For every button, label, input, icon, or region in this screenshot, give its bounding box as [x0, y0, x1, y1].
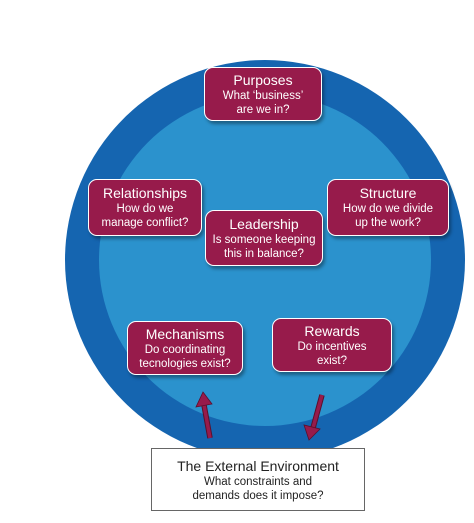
leadership-box: Leadership Is someone keeping this in ba…	[205, 210, 323, 266]
structure-question: How do we divide up the work?	[342, 203, 434, 229]
purposes-box: Purposes What ‘business’ are we in?	[204, 67, 322, 121]
relationships-title: Relationships	[102, 185, 188, 201]
leadership-question: Is someone keeping this in balance?	[212, 233, 316, 260]
mechanisms-question: Do coordinating tecnologies exist?	[139, 343, 231, 370]
purposes-title: Purposes	[233, 71, 293, 88]
arrow-up-icon	[195, 391, 213, 439]
external-environment-title: The External Environment	[177, 457, 339, 474]
external-environment-box: The External Environment What constraint…	[151, 448, 365, 511]
structure-box: Structure How do we divide up the work?	[327, 179, 449, 236]
external-environment-question: What constraints and demands does it imp…	[192, 475, 324, 502]
rewards-box: Rewards Do incentives exist?	[272, 318, 392, 372]
relationships-box: Relationships How do we manage conflict?	[88, 179, 202, 236]
rewards-question: Do incentives exist?	[297, 340, 367, 367]
mechanisms-title: Mechanisms	[145, 325, 225, 342]
structure-title: Structure	[359, 185, 417, 201]
arrow-down-icon	[303, 394, 325, 441]
leadership-title: Leadership	[229, 215, 299, 232]
relationships-question: How do we manage conflict?	[101, 203, 189, 229]
rewards-title: Rewards	[304, 322, 360, 339]
purposes-question: What ‘business’ are we in?	[222, 89, 304, 116]
mechanisms-box: Mechanisms Do coordinating tecnologies e…	[127, 321, 243, 375]
